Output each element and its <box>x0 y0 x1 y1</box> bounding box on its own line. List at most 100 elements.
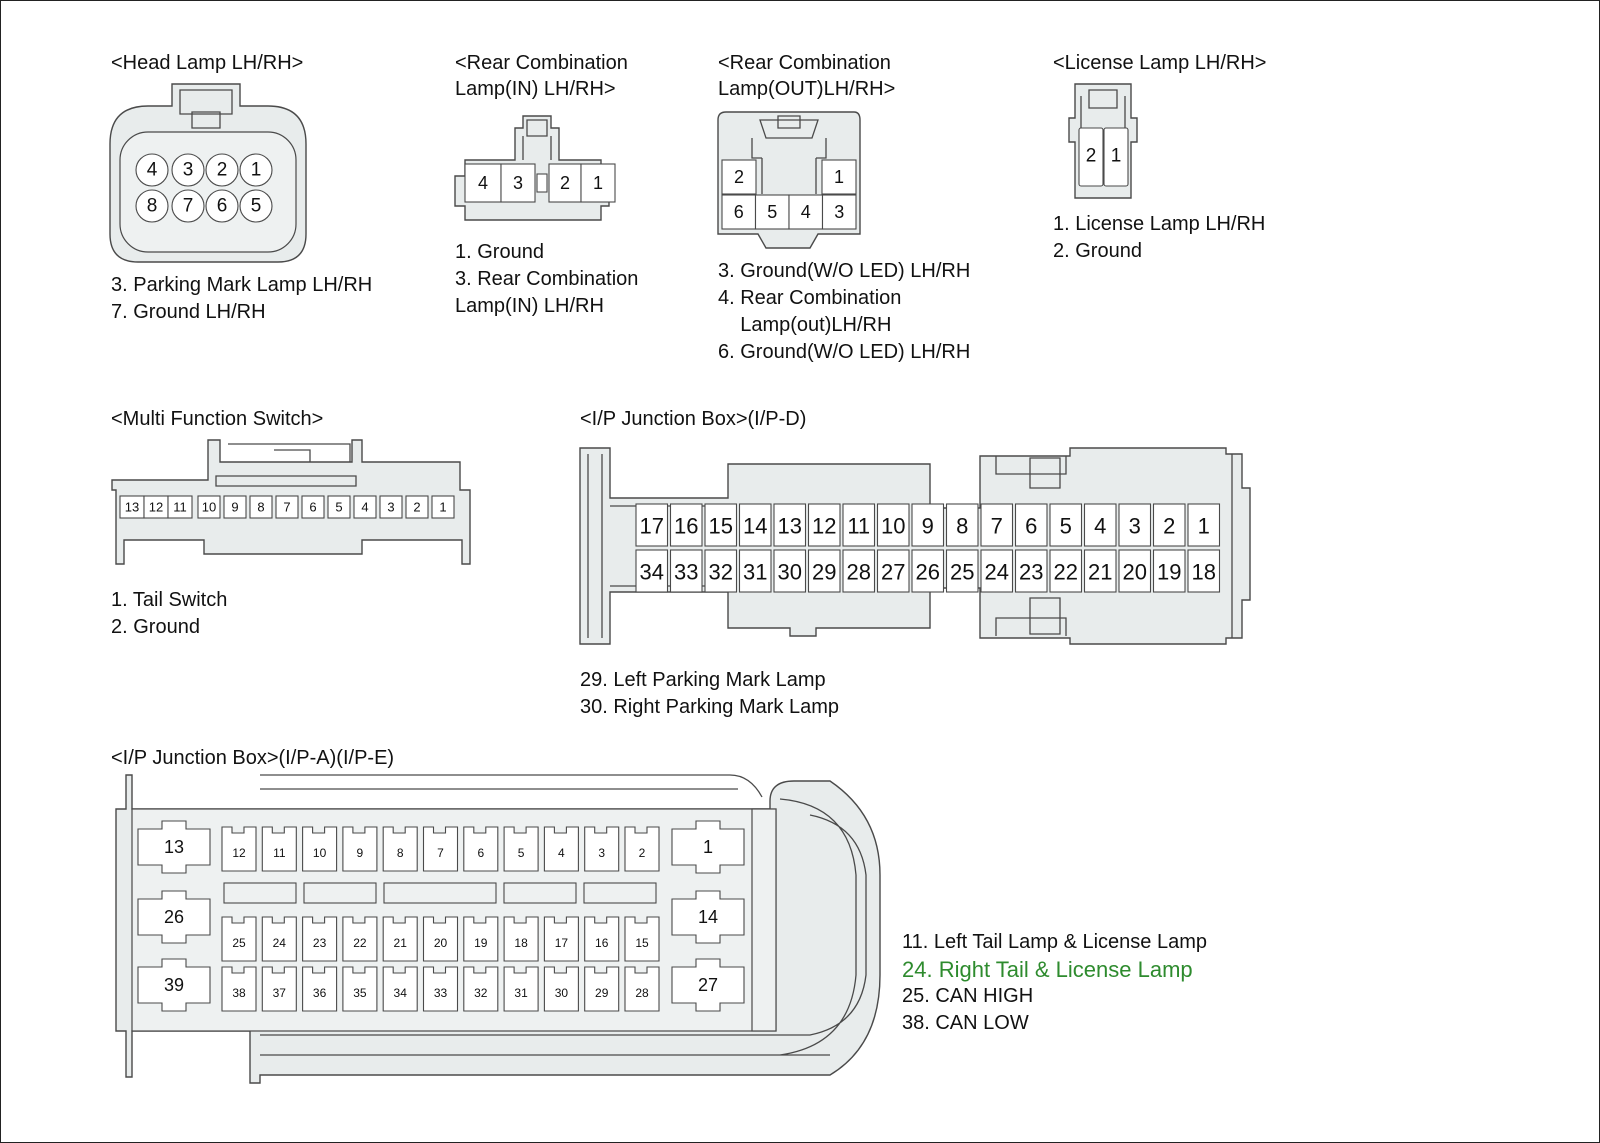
pin-label-8: 8 <box>147 196 158 217</box>
pin-label-30: 30 <box>778 560 802 585</box>
pin-label-7: 7 <box>991 514 1003 539</box>
pin-label-14: 14 <box>698 907 718 927</box>
rear-comb-in-title: <Rear Combination Lamp(IN) LH/RH> <box>455 52 628 100</box>
pin-label-17: 17 <box>640 514 664 539</box>
pin-label-18: 18 <box>1192 560 1216 585</box>
pin-14 <box>671 890 745 944</box>
pin-label-18: 18 <box>514 936 528 950</box>
pin-32 <box>463 966 499 1012</box>
pin-3 <box>821 194 857 230</box>
pin-8 <box>249 495 273 519</box>
connector-latch <box>522 119 552 160</box>
pin-label-34: 34 <box>394 986 408 1000</box>
pin-31 <box>738 549 772 593</box>
pin-25 <box>221 916 257 962</box>
pin-label-4: 4 <box>361 500 368 515</box>
pin-21 <box>1083 549 1117 593</box>
pin-label-19: 19 <box>1157 560 1181 585</box>
separator-slot <box>223 882 297 904</box>
pin-label-34: 34 <box>640 560 664 585</box>
multi-function-switch-legend-item: 1. Tail Switch <box>111 589 228 611</box>
pin-label-1: 1 <box>593 173 603 193</box>
pin-8 <box>382 826 418 872</box>
pin-2 <box>1078 127 1104 187</box>
pin-2 <box>405 495 429 519</box>
pin-11 <box>842 503 876 547</box>
pin-label-11: 11 <box>173 500 187 515</box>
pin-9 <box>342 826 378 872</box>
pin-label-25: 25 <box>950 560 974 585</box>
rear-comb-in-legend-item: 1. Ground <box>455 241 544 263</box>
pin-label-28: 28 <box>635 986 649 1000</box>
pin-32 <box>704 549 738 593</box>
pin-label-4: 4 <box>558 846 565 860</box>
pin-label-26: 26 <box>164 907 184 927</box>
pin-30 <box>773 549 807 593</box>
pin-label-10: 10 <box>881 514 905 539</box>
pin-34 <box>382 966 418 1012</box>
pin-label-29: 29 <box>595 986 609 1000</box>
pin-16 <box>584 916 620 962</box>
pin-label-1: 1 <box>1198 514 1210 539</box>
pin-label-2: 2 <box>734 167 744 187</box>
pin-6 <box>205 189 239 223</box>
rear-comb-out-legend-item: 4. Rear Combination <box>718 287 902 309</box>
pin-17 <box>543 916 579 962</box>
pin-6 <box>721 194 757 230</box>
pin-2 <box>1152 503 1186 547</box>
pin-label-24: 24 <box>273 936 287 950</box>
pin-label-23: 23 <box>313 936 327 950</box>
pin-8 <box>945 503 979 547</box>
pin-36 <box>302 966 338 1012</box>
ipae-legend-item-green: 24. Right Tail & License Lamp <box>902 957 1193 982</box>
pin-3 <box>584 826 620 872</box>
pin-label-6: 6 <box>477 846 484 860</box>
pin-1 <box>580 163 616 203</box>
pin-1 <box>431 495 455 519</box>
pin-label-1: 1 <box>1111 146 1122 167</box>
pin-label-15: 15 <box>635 936 649 950</box>
pin-label-14: 14 <box>743 514 767 539</box>
pin-13 <box>773 503 807 547</box>
pin-3 <box>171 153 205 187</box>
pin-label-21: 21 <box>1088 560 1112 585</box>
pin-11 <box>167 495 193 519</box>
rear-comb-out-legend-item: 6. Ground(W/O LED) LH/RH <box>718 341 971 363</box>
rear-comb-in-legend-item: 3. Rear Combination <box>455 268 639 290</box>
pin-10 <box>876 503 910 547</box>
pin-1 <box>1187 503 1221 547</box>
pin-11 <box>261 826 297 872</box>
pin-4 <box>1083 503 1117 547</box>
pin-label-22: 22 <box>1054 560 1078 585</box>
ipd-legend-item: 29. Left Parking Mark Lamp <box>580 669 826 691</box>
pin-label-8: 8 <box>257 500 264 515</box>
pin-label-5: 5 <box>518 846 525 860</box>
pin-37 <box>261 966 297 1012</box>
pin-label-37: 37 <box>273 986 287 1000</box>
multi-function-switch-title: <Multi Function Switch> <box>111 408 324 430</box>
pin-26 <box>137 890 211 944</box>
pin-label-5: 5 <box>767 202 777 222</box>
pin-label-9: 9 <box>231 500 238 515</box>
pin-label-2: 2 <box>1163 514 1175 539</box>
pin-5 <box>503 826 539 872</box>
pin-label-10: 10 <box>202 500 216 515</box>
pin-20 <box>422 916 459 962</box>
pin-label-36: 36 <box>313 986 327 1000</box>
pin-9 <box>223 495 247 519</box>
pin-label-10: 10 <box>313 846 327 860</box>
ipae-title: <I/P Junction Box>(I/P-A)(I/P-E) <box>111 747 395 769</box>
ipae-legend-item: 38. CAN LOW <box>902 1012 1029 1034</box>
pin-2 <box>721 159 757 195</box>
connector-detail <box>260 774 867 1056</box>
pin-label-12: 12 <box>232 846 246 860</box>
pin-33 <box>422 966 459 1012</box>
pin-31 <box>503 966 539 1012</box>
pin-label-20: 20 <box>434 936 448 950</box>
pin-label-2: 2 <box>413 500 420 515</box>
pin-24 <box>261 916 297 962</box>
pin-label-13: 13 <box>164 837 184 857</box>
